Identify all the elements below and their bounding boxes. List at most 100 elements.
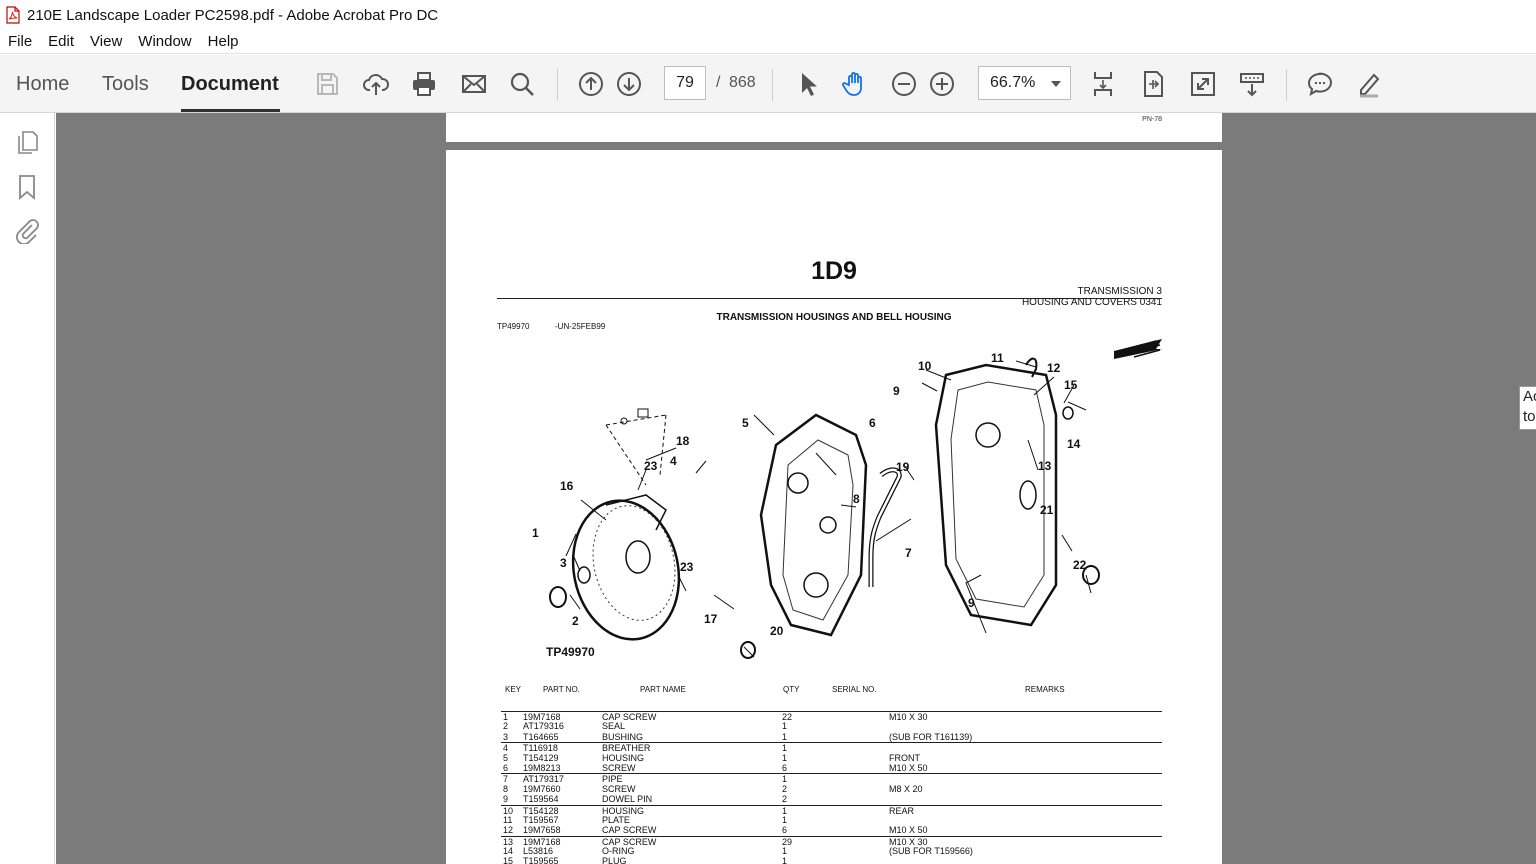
zoom-level-select[interactable]: 66.7% — [978, 66, 1071, 100]
page-number-input[interactable] — [664, 66, 706, 100]
zoom-in-button[interactable] — [924, 66, 960, 102]
menu-file[interactable]: File — [8, 32, 33, 50]
part-key: 15 — [503, 856, 514, 864]
part-key: 12 — [503, 825, 514, 836]
menu-window[interactable]: Window — [138, 32, 192, 50]
toolbar: Home Tools Document / 868 66.7% — [0, 55, 1536, 113]
print-button[interactable] — [406, 66, 442, 102]
part-qty: 6 — [782, 825, 788, 836]
callout-2: 2 — [572, 614, 579, 628]
part-number: T154128 — [523, 805, 559, 816]
part-number: AT179316 — [523, 721, 564, 732]
part-qty: 29 — [782, 836, 793, 847]
fit-page-button[interactable] — [1135, 66, 1171, 102]
header-line-2: HOUSING AND COVERS 0341 — [1021, 297, 1162, 308]
callout-1: 1 — [532, 526, 539, 540]
part-name: SCREW — [602, 762, 636, 773]
callout-15: 15 — [1064, 378, 1078, 392]
callout-3: 3 — [560, 556, 567, 570]
edge-tooltip: Ac to — [1519, 386, 1536, 430]
upload-cloud-button[interactable] — [358, 66, 394, 102]
part-name: CAP SCREW — [602, 836, 657, 847]
part-name: PIPE — [602, 774, 623, 785]
highlight-button[interactable] — [1351, 66, 1387, 102]
hand-tool-button[interactable] — [837, 66, 873, 102]
menu-edit[interactable]: Edit — [48, 32, 75, 50]
arrow-down-circle-icon — [617, 72, 641, 96]
scroll-mode-button[interactable] — [1085, 66, 1121, 102]
page-heading: 1D9 — [811, 257, 857, 285]
tab-document[interactable]: Document — [181, 73, 279, 95]
select-tool-button[interactable] — [789, 66, 825, 102]
part-key: 6 — [503, 762, 509, 773]
acrobat-pdf-icon — [5, 6, 21, 24]
callout-20: 20 — [770, 624, 784, 638]
cloud-upload-icon — [363, 74, 389, 95]
part-qty: 1 — [782, 731, 788, 742]
previous-page-button[interactable] — [573, 66, 609, 102]
window-title: 210E Landscape Loader PC2598.pdf - Adobe… — [27, 6, 439, 24]
part-key: 4 — [503, 743, 509, 754]
part-name: PLATE — [602, 814, 630, 825]
header-rule — [497, 298, 1162, 299]
part-number: 19M7658 — [523, 825, 561, 836]
callout-23b: 23 — [680, 560, 694, 574]
part-name: BUSHING — [602, 731, 644, 742]
cursor-arrow-icon — [802, 73, 817, 96]
part-number: T159564 — [523, 794, 559, 805]
part-number: T154129 — [523, 752, 559, 763]
breather-guide-lines — [605, 414, 667, 486]
callout-21: 21 — [1040, 503, 1054, 517]
comment-bubble-icon — [1307, 72, 1333, 97]
full-screen-button[interactable] — [1185, 66, 1221, 102]
part-qty: 1 — [782, 752, 788, 763]
col-remarks: REMARKS — [1025, 685, 1065, 694]
paperclip-icon[interactable] — [13, 216, 41, 244]
bookmark-icon[interactable] — [13, 173, 41, 201]
figure-date: -UN-25FEB99 — [555, 322, 606, 331]
part-key: 1 — [503, 712, 509, 722]
save-button[interactable] — [309, 66, 345, 102]
part-qty: 1 — [782, 856, 788, 864]
tab-tools[interactable]: Tools — [102, 73, 149, 95]
page-thumbnails-icon[interactable] — [13, 128, 41, 156]
document-viewer[interactable]: PN-78 1D9 TRANSMISSION 3 HOUSING AND COV… — [56, 113, 1536, 864]
tab-home[interactable]: Home — [16, 73, 70, 95]
pdf-page: 1D9 TRANSMISSION 3 HOUSING AND COVERS 03… — [446, 150, 1222, 864]
part-key: 5 — [503, 752, 509, 763]
zoom-out-button[interactable] — [886, 66, 922, 102]
part-qty: 1 — [782, 846, 788, 857]
part-key: 7 — [503, 774, 509, 785]
callout-10: 10 — [918, 359, 932, 373]
comment-button[interactable] — [1302, 66, 1338, 102]
page-total: 868 — [729, 74, 756, 91]
part-remarks: (SUB FOR T161139) — [889, 731, 973, 742]
part-key: 2 — [503, 721, 509, 732]
part-remarks: M10 X 30 — [889, 712, 928, 722]
scroll-pages-icon — [1094, 72, 1112, 96]
read-mode-button[interactable] — [1234, 66, 1270, 102]
search-icon — [510, 72, 534, 96]
menu-help[interactable]: Help — [207, 32, 239, 50]
part-qty: 1 — [782, 805, 788, 816]
menu-view[interactable]: View — [90, 32, 123, 50]
toolbar-separator — [557, 69, 558, 101]
search-button[interactable] — [504, 66, 540, 102]
arrow-up-circle-icon — [579, 72, 603, 96]
part-qty: 1 — [782, 743, 788, 754]
next-page-button[interactable] — [611, 66, 647, 102]
part-qty: 22 — [782, 712, 793, 722]
email-button[interactable] — [456, 66, 492, 102]
bell-housing-drawing — [571, 494, 681, 641]
col-serial-no: SERIAL NO. — [832, 685, 877, 694]
callout-7: 7 — [905, 546, 912, 560]
part-number: 19M7168 — [523, 712, 561, 722]
part-key: 3 — [503, 731, 509, 742]
